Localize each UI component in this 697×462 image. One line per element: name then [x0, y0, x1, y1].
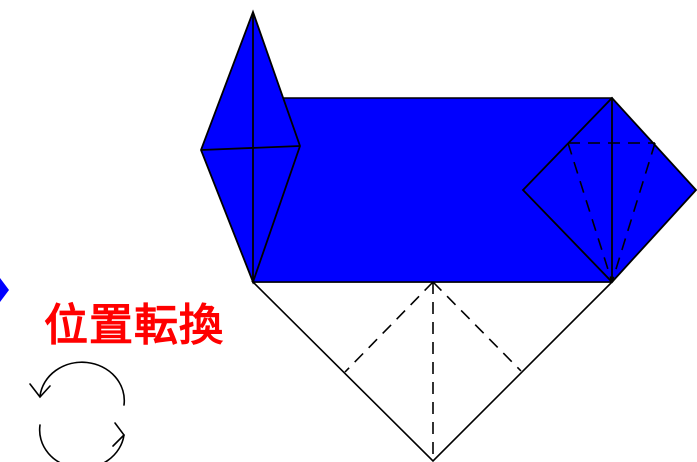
caption-position-swap: 位置転換 [44, 300, 224, 351]
left-kite-fold-lines [200, 12, 301, 282]
right-kite-dashed-folds [567, 142, 656, 283]
previous-step-arrow [0, 278, 9, 302]
rotate-arrows-icon [29, 361, 126, 462]
white-triangle-dashed-folds [344, 281, 522, 461]
